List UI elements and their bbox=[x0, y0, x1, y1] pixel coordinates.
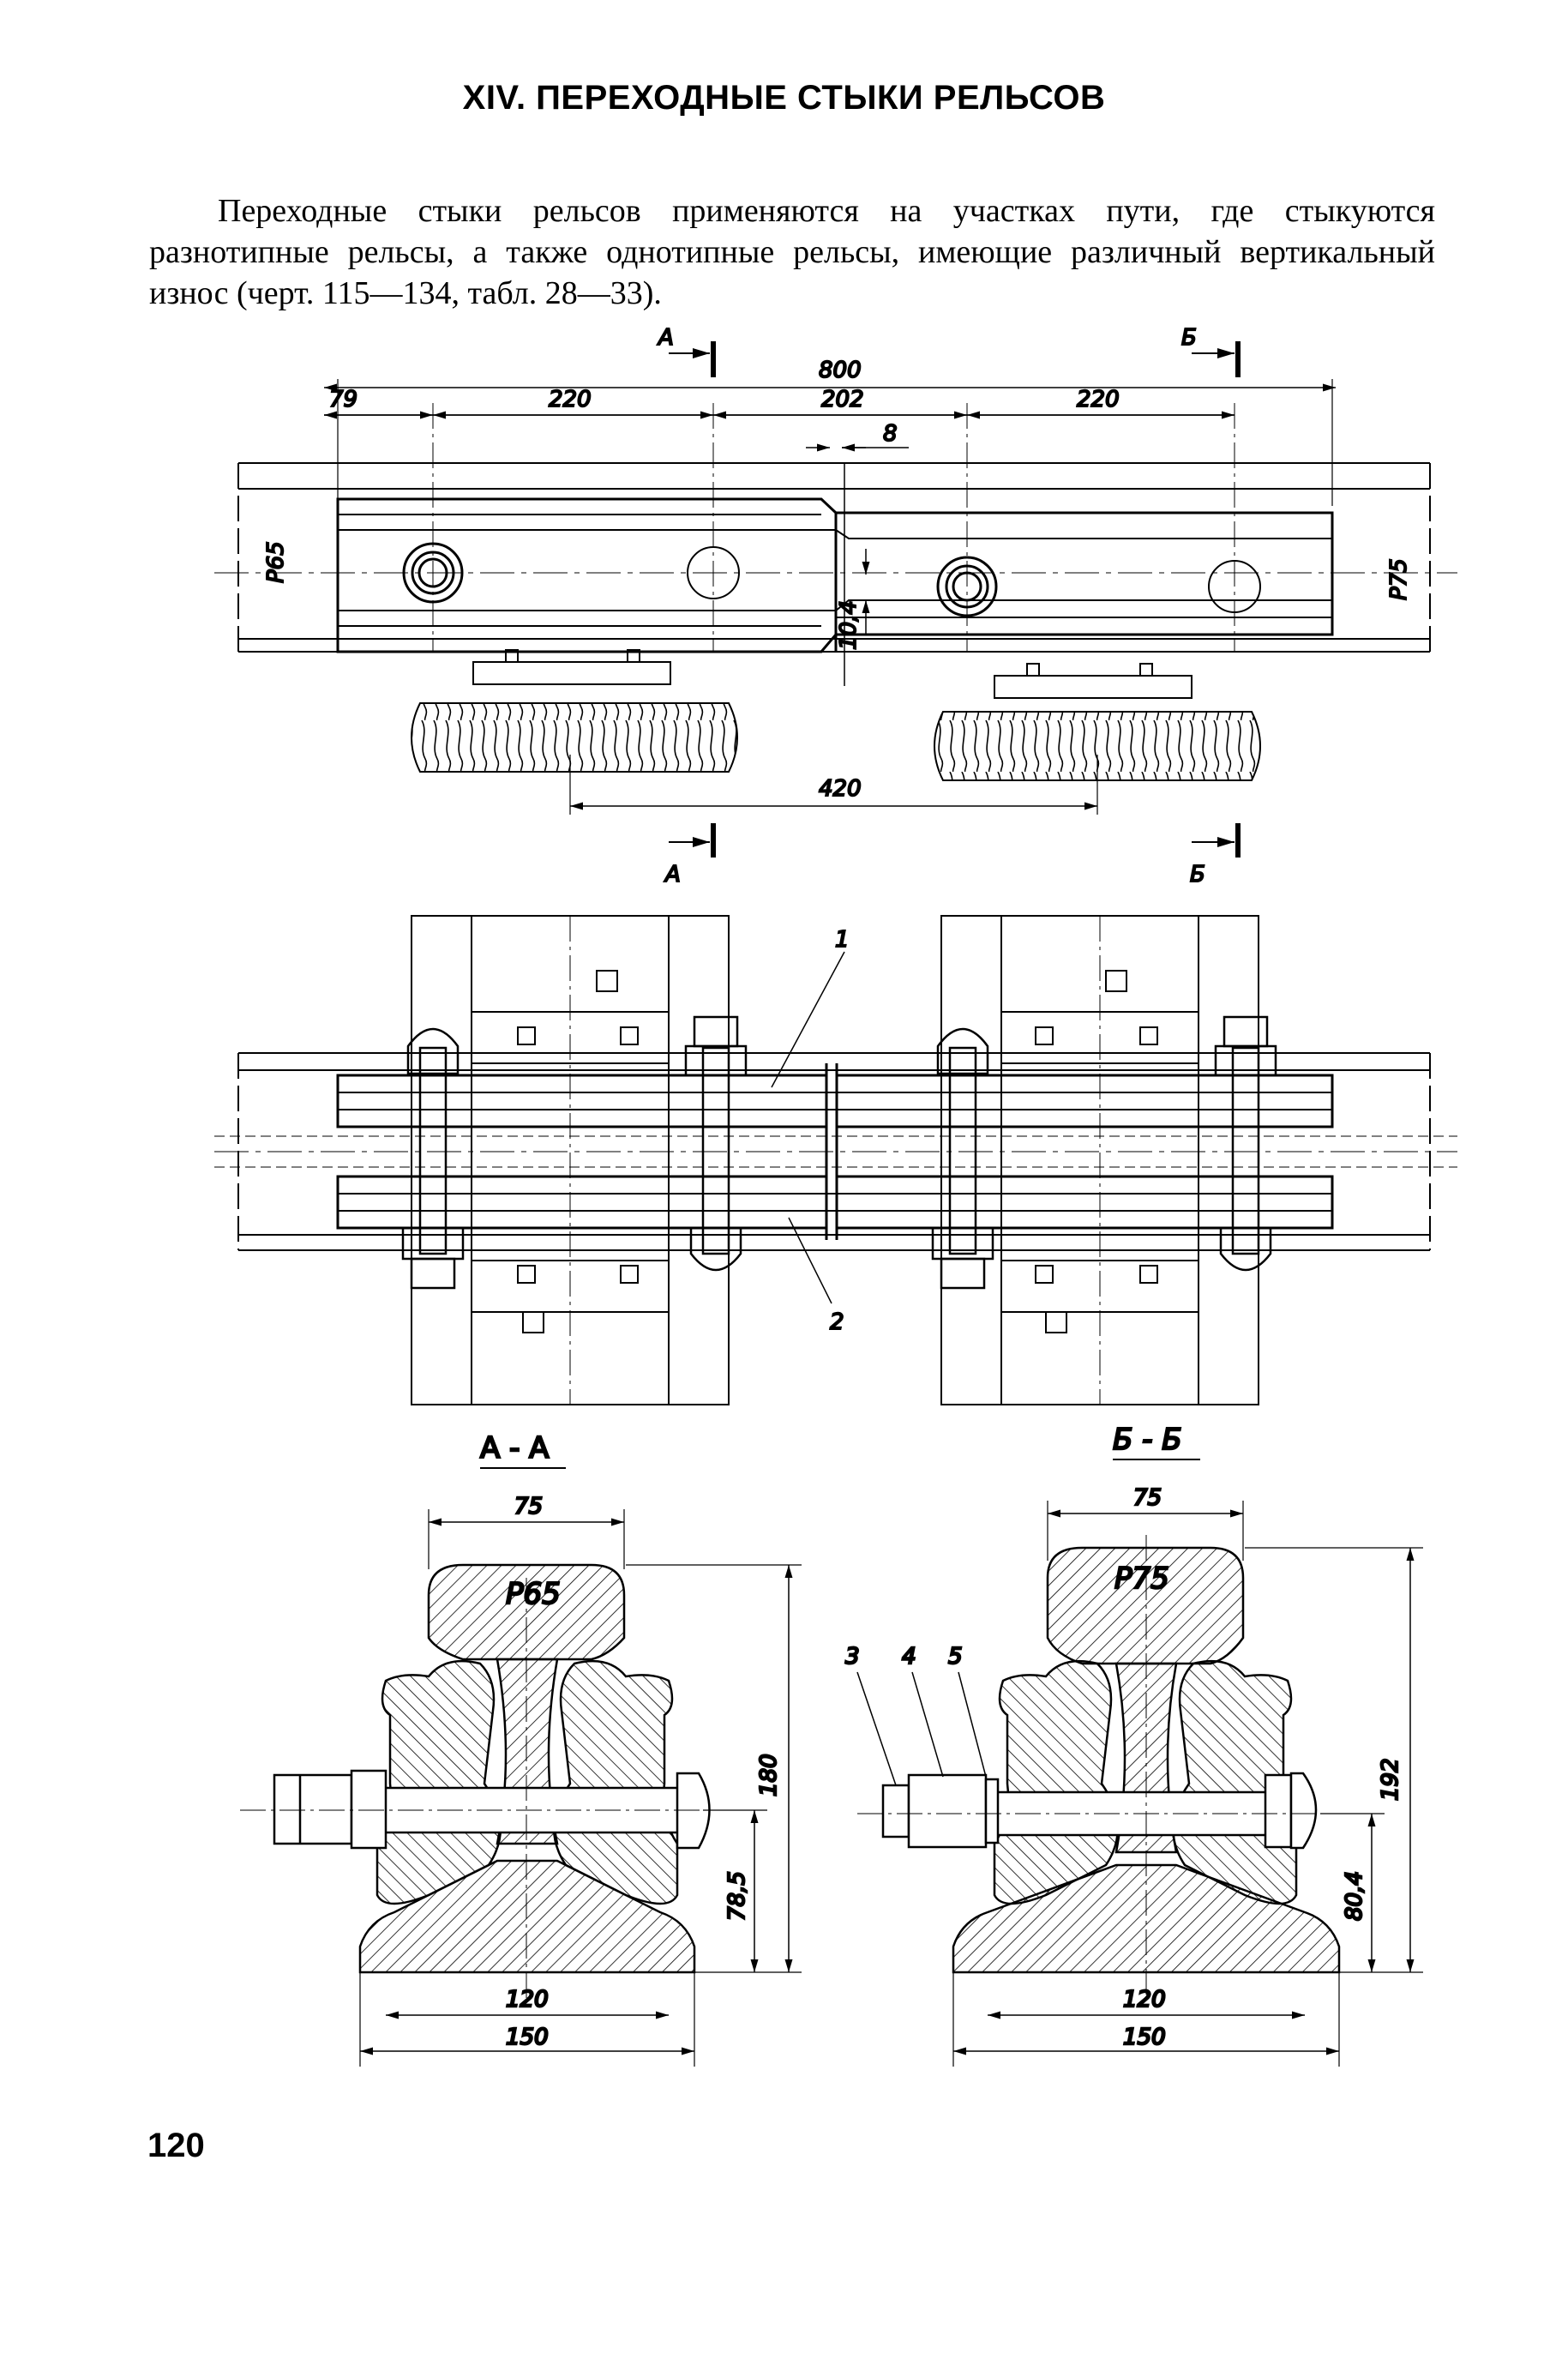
section-b-label-bottom: Б bbox=[1190, 862, 1205, 888]
dim-220-left: 220 bbox=[549, 387, 592, 412]
section-marker-a-top: А bbox=[656, 324, 716, 377]
aa-dim-150: 150 bbox=[506, 2025, 549, 2050]
dim-800: 800 bbox=[819, 358, 862, 383]
section-b-label-top: Б bbox=[1181, 325, 1197, 351]
page-title: XIV. ПЕРЕХОДНЫЕ СТЫКИ РЕЛЬСОВ bbox=[462, 79, 1106, 117]
aa-dim-75: 75 bbox=[514, 1494, 543, 1519]
dim-8: 8 bbox=[883, 421, 898, 447]
callout-1: 1 bbox=[835, 927, 850, 953]
section-a-label-bottom: А bbox=[664, 862, 681, 888]
dim-79: 79 bbox=[329, 387, 357, 412]
side-view: А Б 800 79 220 202 220 8 bbox=[214, 324, 1457, 888]
rail-label-p75: Р75 bbox=[1386, 558, 1412, 600]
bb-dim-75: 75 bbox=[1133, 1485, 1162, 1511]
section-bb-title: Б - Б bbox=[1113, 1423, 1182, 1457]
aa-dim-120: 120 bbox=[506, 1987, 549, 2013]
plan-view: 1 2 bbox=[214, 915, 1457, 1405]
section-aa: А - А 75 Р65 180 78,5 120 bbox=[240, 1430, 802, 2067]
callout-2: 2 bbox=[830, 1309, 844, 1335]
dim-420: 420 bbox=[819, 776, 862, 802]
bb-dim-150: 150 bbox=[1123, 2025, 1166, 2050]
aa-rail-label: Р65 bbox=[506, 1577, 561, 1611]
callout-5: 5 bbox=[948, 1644, 963, 1670]
bb-dim-120: 120 bbox=[1123, 1987, 1166, 2013]
section-aa-title: А - А bbox=[480, 1431, 549, 1465]
section-marker-a-bottom: А bbox=[663, 823, 716, 888]
dim-220-right: 220 bbox=[1077, 387, 1120, 412]
dim-10-4: 10,4 bbox=[836, 600, 862, 650]
rail-label-p65: Р65 bbox=[263, 541, 289, 583]
callout-3: 3 bbox=[845, 1644, 860, 1670]
aa-dim-180: 180 bbox=[756, 1754, 782, 1796]
dim-202: 202 bbox=[821, 387, 864, 412]
section-a-label-top: А bbox=[657, 325, 674, 351]
callout-4: 4 bbox=[902, 1644, 916, 1670]
section-marker-b-top: Б bbox=[1181, 324, 1241, 377]
bb-rail-label: Р75 bbox=[1114, 1562, 1169, 1596]
bb-dim-192: 192 bbox=[1378, 1758, 1403, 1801]
section-marker-b-bottom: Б bbox=[1189, 823, 1241, 888]
section-bb: Б - Б 75 Р75 3 4 5 bbox=[844, 1422, 1423, 2067]
aa-dim-78-5: 78,5 bbox=[724, 1871, 750, 1921]
body-paragraph: Переходные стыки рельсов применяются на … bbox=[149, 193, 1435, 311]
bb-dim-80-4: 80,4 bbox=[1342, 1871, 1367, 1921]
page-number: 120 bbox=[147, 2127, 205, 2164]
